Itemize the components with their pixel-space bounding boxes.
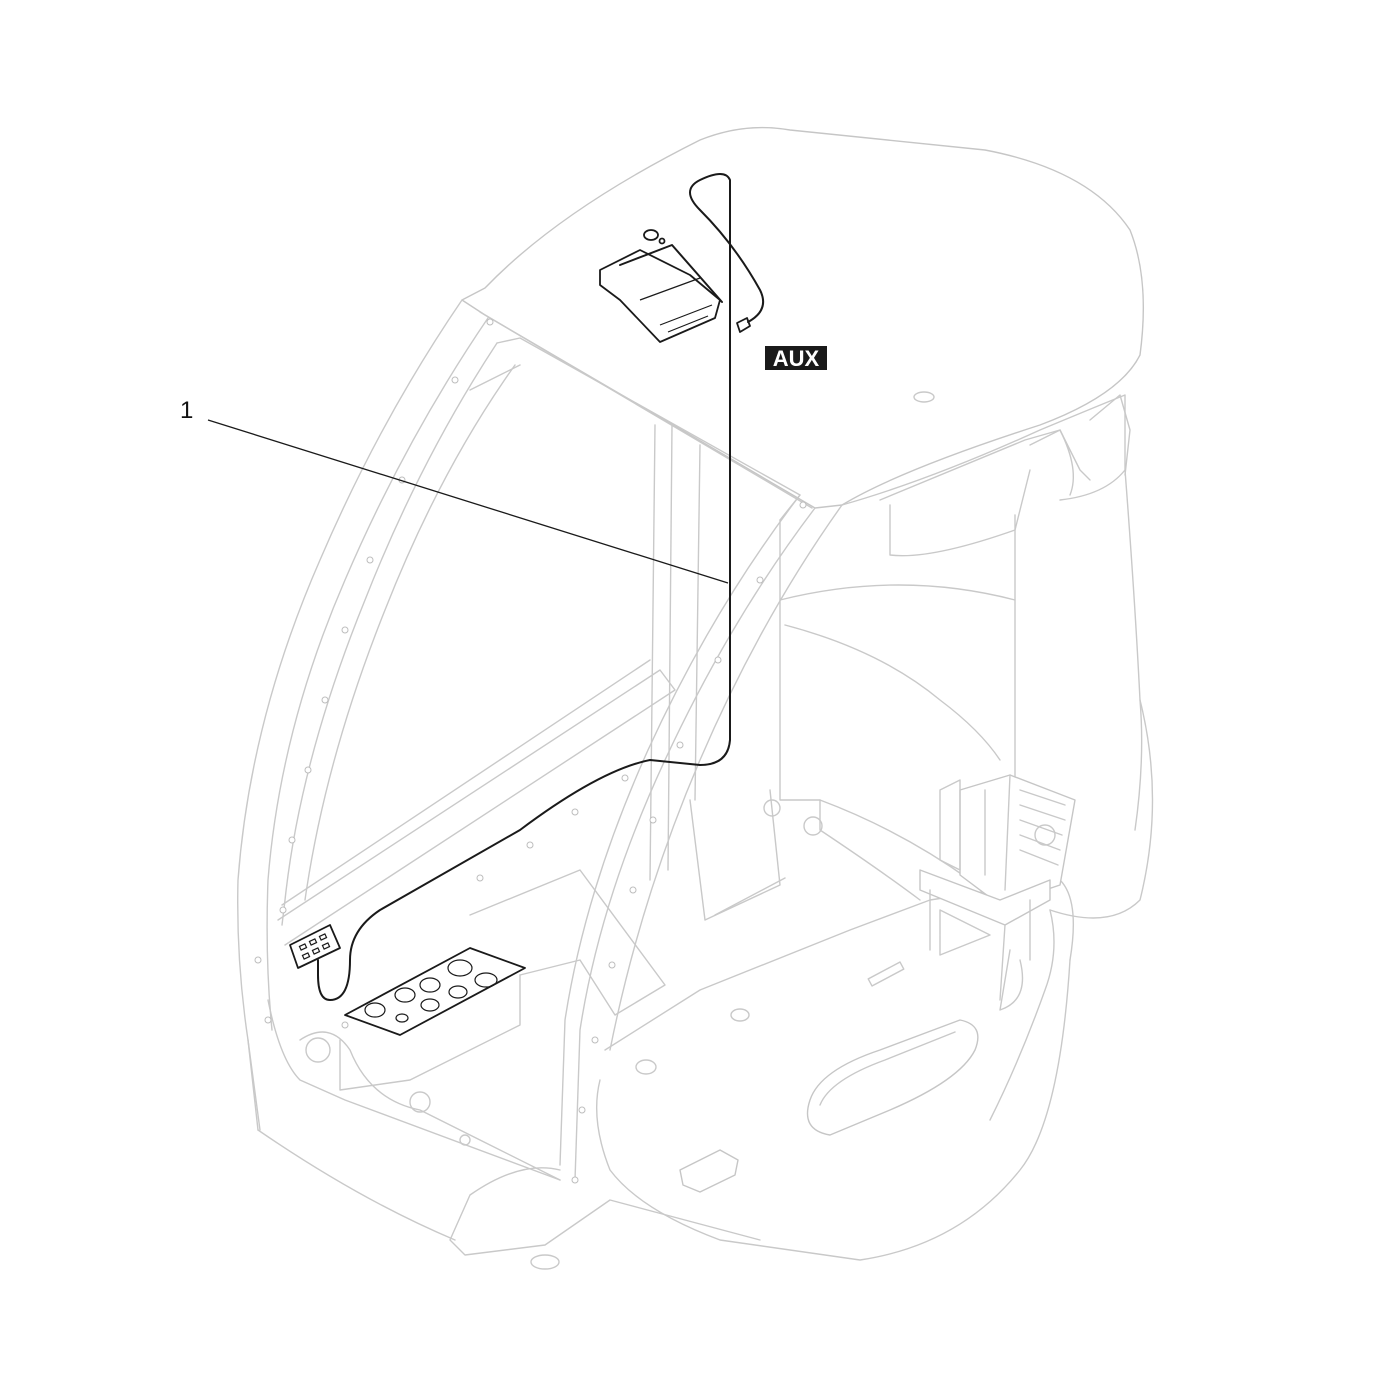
wiring-harness xyxy=(317,173,764,1001)
cab-outline xyxy=(237,126,1154,1270)
aux-tag: AUX xyxy=(765,346,827,371)
controller-module xyxy=(919,774,1076,1001)
cab-roof xyxy=(461,126,1145,509)
harness-main xyxy=(317,173,764,1001)
grommet-plate xyxy=(344,947,526,1036)
switch-panel xyxy=(289,924,341,969)
radio-unit xyxy=(599,229,751,343)
aux-tag-background xyxy=(765,346,827,370)
callout-1: 1 xyxy=(180,397,729,584)
aux-tag-label: AUX xyxy=(773,346,820,371)
callout-1-leader xyxy=(207,419,729,584)
callout-1-label: 1 xyxy=(180,397,193,424)
